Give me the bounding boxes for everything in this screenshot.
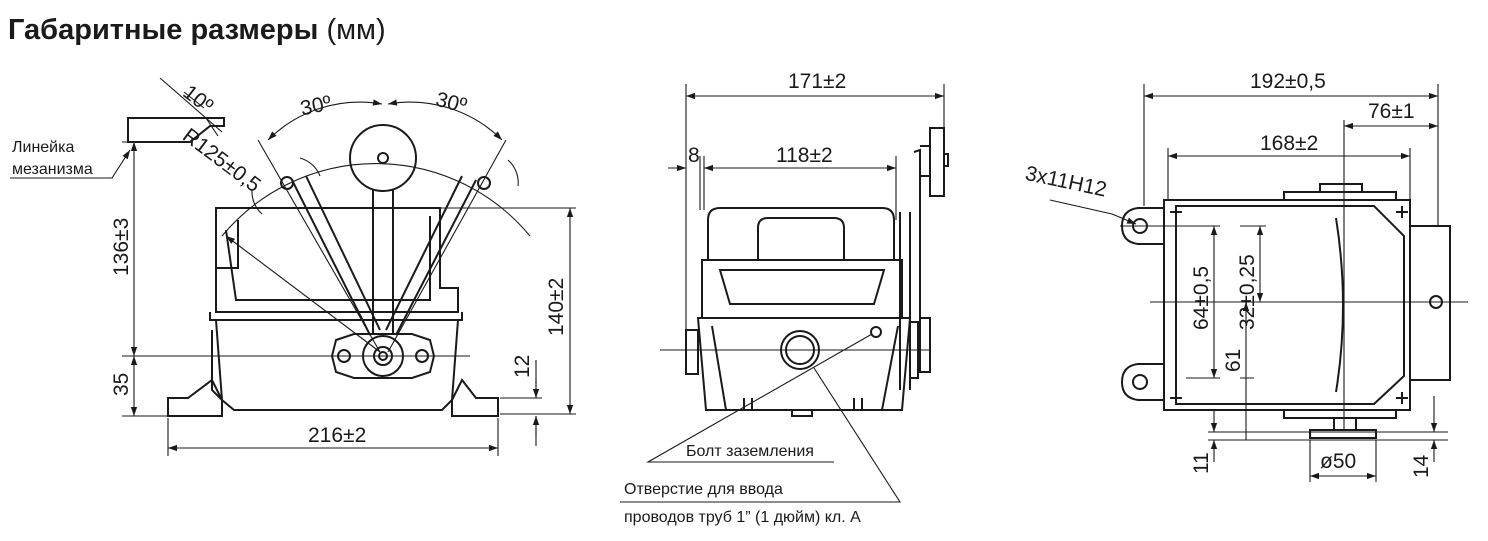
top-view: 192±0,5 76±1 168±2 3x11H12 64±0,5 32±0,2…	[1023, 70, 1468, 482]
dim-118-label: 118±2	[776, 144, 833, 167]
shaft	[1333, 418, 1357, 430]
cable-entry-label-2: проводов труб 1” (1 дюйм) кл. А	[624, 509, 861, 526]
roller-arc-left	[251, 189, 263, 215]
ext-lines-192	[1143, 84, 1439, 226]
plus-br	[1396, 392, 1408, 404]
radius-label: R125±0,5	[178, 124, 264, 197]
cable-entry-leader	[620, 367, 902, 503]
dim-192-label: 192±0,5	[1250, 70, 1326, 93]
plus-bl	[1170, 392, 1182, 404]
side-drain	[791, 410, 813, 417]
holes-label: 3x11H12	[1023, 162, 1108, 202]
dim-12-label: 12	[511, 355, 534, 378]
top-plate-curve	[1335, 217, 1344, 393]
housing-body	[215, 319, 459, 411]
ground-bolt-label: Болт заземления	[686, 443, 814, 460]
ext-lines-right	[440, 207, 576, 415]
dim-61-label: 61	[1222, 349, 1245, 372]
dim-136-label: 136±3	[110, 218, 133, 276]
ground-bolt	[870, 326, 882, 338]
angle-30-right-label: 30º	[433, 88, 469, 118]
top-plate	[1163, 199, 1411, 411]
plus-tl	[1170, 206, 1182, 218]
lever-vertical	[372, 190, 394, 335]
side-lever-post	[899, 212, 911, 390]
dim-50-label: ø50	[1320, 450, 1356, 473]
roller-left	[280, 176, 294, 190]
ext-lines-64-32	[1186, 225, 1266, 379]
housing-inner	[225, 216, 431, 301]
ruler-label-line1: Линейка	[12, 139, 74, 156]
foot-left	[167, 378, 223, 417]
front-view: 10º 30º 30º Линейка мезанизма R125±0,5 1…	[10, 77, 576, 456]
dim-14-label: 14	[1410, 454, 1433, 478]
cover-band	[701, 259, 903, 319]
angle-30-left-label: 30º	[298, 91, 333, 120]
radius-line	[225, 235, 381, 353]
angle-10-lines	[159, 77, 223, 133]
cover-window	[757, 217, 845, 260]
dim-35-label: 35	[110, 373, 133, 396]
side-lever-arm	[913, 148, 931, 373]
ear-bottom	[1120, 363, 1164, 401]
housing-flange	[209, 312, 463, 321]
dim-64-label: 64±0,5	[1190, 266, 1213, 330]
foot-right	[451, 378, 499, 417]
ext-lines-171	[685, 84, 945, 330]
cover	[707, 207, 895, 260]
side-body-ribs	[711, 325, 899, 411]
lever-left	[291, 175, 381, 336]
roller-arc-left-2	[299, 157, 321, 177]
side-feet-ticks	[743, 398, 863, 410]
angle-arc-right	[387, 99, 503, 141]
roller-right	[477, 176, 491, 190]
dim-8-label: 8	[688, 144, 700, 167]
side-body	[696, 317, 912, 411]
ruler-leader	[10, 149, 131, 179]
holes-leader	[1049, 199, 1137, 225]
ground-bolt-leader	[645, 333, 873, 463]
lever-right	[385, 175, 477, 336]
ear-bottom-hole	[1132, 374, 1148, 390]
dim-168-label: 168±2	[1260, 132, 1318, 155]
dim-216-label: 216±2	[308, 424, 366, 447]
angle-10-label: 10º	[179, 81, 218, 118]
page-title: Габаритные размеры (мм)	[8, 14, 386, 47]
hub-plate	[330, 333, 436, 379]
top-center-lines	[1120, 225, 1468, 303]
roller-arc-right	[507, 159, 519, 187]
cable-entry-label-1: Отверстие для ввода	[624, 481, 783, 498]
top-boss-upper	[1283, 183, 1397, 200]
angle-10-arrow	[205, 117, 219, 137]
cover-band-inner	[718, 269, 886, 305]
ext-lines-bottom	[1208, 431, 1448, 441]
housing-top	[215, 207, 459, 313]
dim-76-label: 76±1	[1368, 100, 1415, 123]
ruler-stub	[215, 220, 239, 269]
top-roller-axle	[377, 152, 389, 164]
side-boss-left	[685, 329, 699, 375]
side-roller	[929, 127, 945, 197]
top-roller	[349, 124, 417, 192]
housing-left-rib	[211, 330, 223, 401]
ruler-label-line2: мезанизма	[12, 161, 93, 178]
lever-travel-arc	[221, 163, 531, 237]
dim-11-label: 11	[1190, 452, 1213, 474]
title-main: Габаритные размеры	[8, 14, 319, 46]
side-roller-axle	[920, 145, 949, 177]
plus-tr	[1396, 206, 1408, 218]
shaft-flange	[1309, 429, 1377, 439]
angle-rays	[257, 139, 507, 353]
side-view: 171±2 8 118±2 Болт заземления Отверстие …	[620, 70, 949, 526]
dim-32-label: 32±0,25	[1236, 254, 1259, 330]
dim-171-label: 171±2	[788, 70, 846, 93]
top-side-box	[1410, 225, 1451, 381]
title-unit: (мм)	[326, 14, 386, 46]
angle-arc-left	[267, 99, 383, 141]
top-boss-lower	[1283, 410, 1397, 419]
dim-140-label: 140±2	[545, 278, 568, 336]
